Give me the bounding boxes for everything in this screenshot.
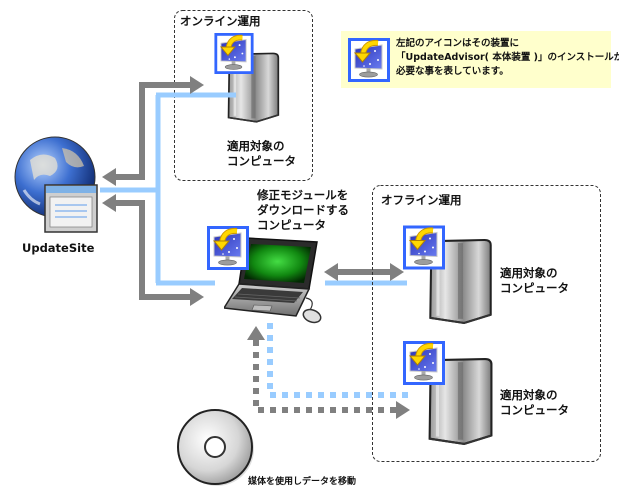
update-site-label: UpdateSite — [22, 241, 95, 255]
update-site: UpdateSite — [14, 136, 98, 255]
arrow-head-up — [247, 326, 265, 340]
update-advisor-icon — [348, 38, 390, 82]
arrow-head-right — [190, 76, 204, 94]
update-advisor-icon — [403, 341, 445, 385]
download-pc: 修正モジュールを ダウンロードする コンピュータ — [207, 188, 349, 326]
offline-group-title: オフライン運用 — [381, 193, 462, 207]
media-network-dotted-line — [267, 323, 408, 398]
offline-target-2-label-line1: 適用対象の — [500, 388, 558, 402]
media-label: 媒体を使用しデータを移動 — [247, 475, 356, 487]
download-pc-label-line1: 修正モジュールを — [256, 188, 348, 202]
update-advisor-icon — [403, 226, 445, 270]
update-advisor-icon — [207, 226, 249, 270]
arrow-head-right — [190, 288, 204, 306]
arrow-head-left — [102, 194, 116, 212]
download-pc-label-line2: ダウンロードする — [257, 203, 349, 217]
offline-target-2-label-line2: コンピュータ — [500, 403, 569, 417]
cd-disc-icon — [177, 409, 254, 486]
online-group-title: オンライン運用 — [180, 14, 261, 28]
online-target-label-line2: コンピュータ — [227, 154, 296, 168]
offline-group: オフライン運用 適用対象の コンピュータ 適用対象の コンピュータ — [372, 185, 601, 462]
legend-note-line1: 左記のアイコンはその装置に — [395, 37, 519, 49]
arrow-head-right — [396, 401, 410, 419]
offline-target-1: 適用対象の コンピュータ — [403, 226, 569, 325]
online-target-label-line1: 適用対象の — [227, 139, 285, 153]
media: 媒体を使用しデータを移動 — [177, 409, 356, 487]
browser-window-icon — [44, 184, 98, 233]
online-group: オンライン運用 適用対象の コンピュータ — [174, 10, 313, 181]
media-transfer-flow — [247, 323, 410, 419]
arrow-offline-exchange — [324, 263, 404, 281]
arrow-head-left — [324, 263, 338, 281]
offline-group-border — [372, 185, 601, 462]
arrow-online-exchange — [102, 76, 204, 186]
download-pc-label-line3: コンピュータ — [257, 218, 326, 232]
network-lines — [100, 92, 407, 286]
arrow-head-left — [102, 168, 116, 186]
update-advisor-icon — [214, 33, 253, 74]
media-transfer-dotted-arrow — [253, 340, 398, 413]
legend-note-line3: 必要な事を表しています。 — [395, 65, 509, 77]
arrow-download-exchange — [102, 194, 204, 306]
arrow-head-right — [390, 263, 404, 281]
offline-target-1-label-line1: 適用対象の — [500, 266, 558, 280]
offline-target-1-label-line2: コンピュータ — [500, 281, 569, 295]
legend-note: 左記のアイコンはその装置に 「UpdateAdvisor( 本体装置 )」のイン… — [341, 31, 619, 88]
data-flow-arrows — [102, 76, 404, 306]
legend-note-line2: 「UpdateAdvisor( 本体装置 )」のインストールが — [396, 51, 619, 63]
offline-target-2: 適用対象の コンピュータ — [403, 341, 569, 445]
